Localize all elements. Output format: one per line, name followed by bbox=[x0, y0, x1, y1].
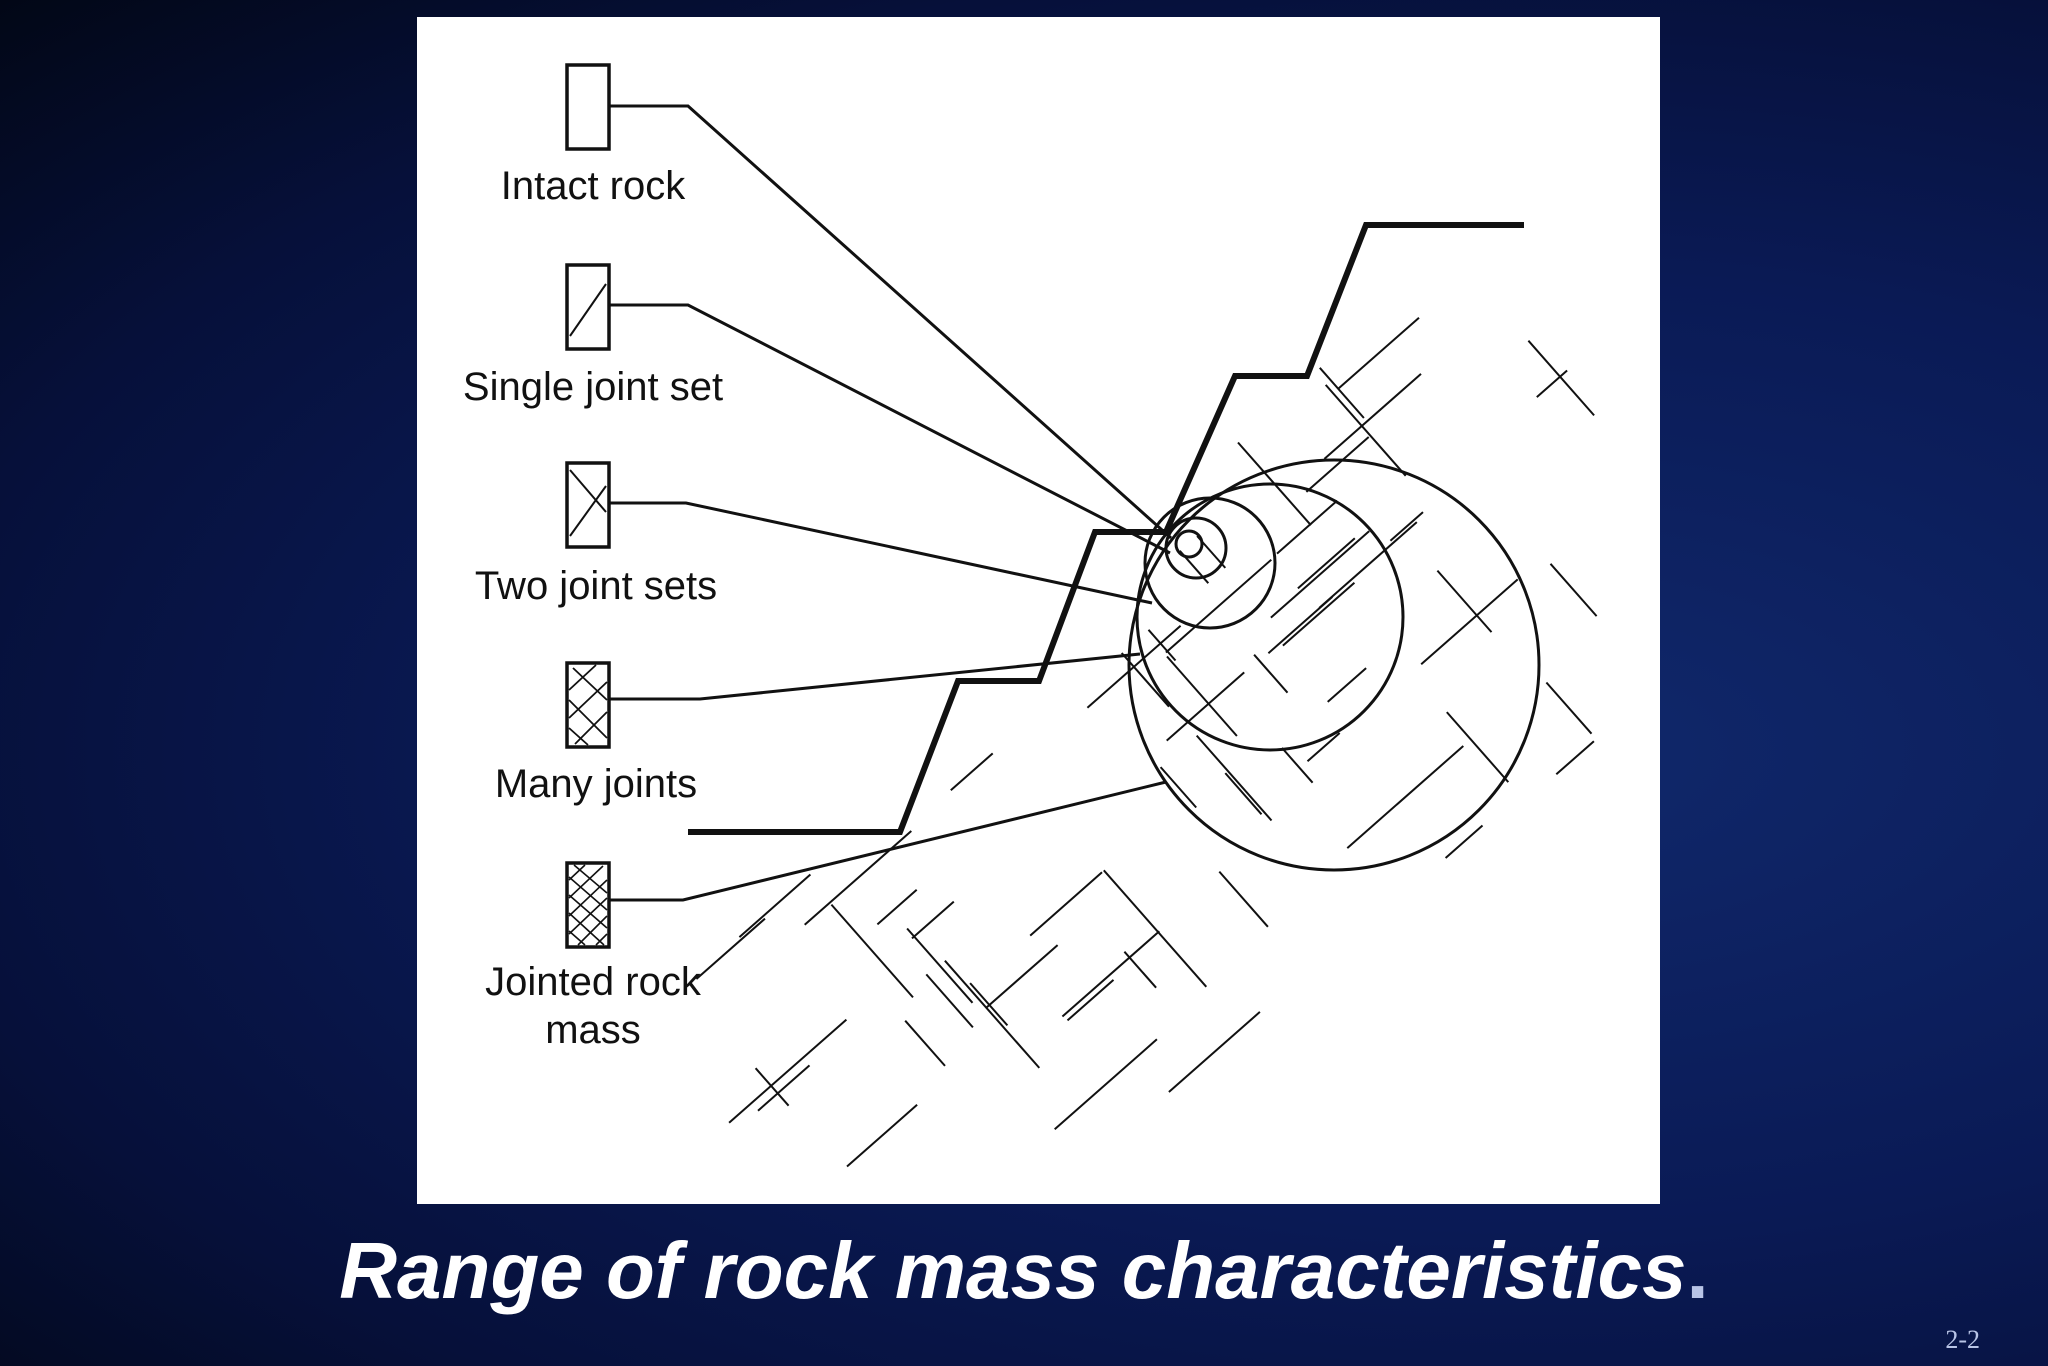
joint-line bbox=[804, 830, 912, 926]
leader-many-joints bbox=[609, 652, 1141, 701]
legend-box-intact-rock bbox=[565, 63, 611, 151]
circle-intact-rock bbox=[1174, 529, 1204, 559]
joint-line bbox=[1276, 499, 1338, 555]
joint-line bbox=[1346, 745, 1464, 849]
joint-line bbox=[1420, 578, 1519, 666]
joint-line bbox=[1446, 711, 1510, 783]
joint-line bbox=[1536, 369, 1568, 398]
label-intact-rock: Intact rock bbox=[501, 164, 687, 208]
label-many-joints: Many joints bbox=[495, 762, 697, 806]
diagram-panel: Intact rock Single joint set Two joint s… bbox=[417, 17, 1660, 1204]
joint-line bbox=[1306, 732, 1341, 763]
joint-line bbox=[695, 917, 766, 980]
joint-line bbox=[1323, 373, 1422, 460]
leader-lines bbox=[609, 104, 1172, 902]
slide-number: 2-2 bbox=[1945, 1325, 1980, 1354]
joint-line bbox=[1253, 654, 1289, 694]
joint-line bbox=[906, 927, 974, 1004]
joint-line bbox=[1166, 671, 1245, 742]
label-single-joint-set: Single joint set bbox=[463, 365, 723, 409]
joint-line bbox=[1123, 951, 1157, 989]
joint-line bbox=[1218, 870, 1269, 928]
circle-many-joints bbox=[1135, 482, 1405, 752]
joint-line bbox=[1389, 511, 1424, 542]
joint-line bbox=[1224, 772, 1263, 815]
joint-line bbox=[738, 873, 812, 938]
scale-circles bbox=[1127, 458, 1541, 872]
joint-line bbox=[728, 1018, 848, 1124]
joint-line bbox=[1305, 436, 1370, 493]
circle-two-joint-sets bbox=[1143, 496, 1277, 630]
joint-line bbox=[985, 944, 1059, 1009]
joint-line bbox=[876, 889, 918, 926]
joint-line bbox=[1270, 530, 1370, 619]
joint-line bbox=[950, 752, 994, 792]
joint-line bbox=[1159, 766, 1197, 809]
joint-line bbox=[1319, 367, 1365, 419]
rock-mass-diagram: Intact rock Single joint set Two joint s… bbox=[463, 63, 1598, 1168]
joint-line bbox=[1545, 681, 1593, 735]
joint-line bbox=[944, 960, 1041, 1069]
joint-line bbox=[1444, 824, 1484, 859]
circle-jointed-rock-mass bbox=[1127, 458, 1541, 872]
joint-line bbox=[1066, 979, 1115, 1022]
joint-line bbox=[911, 900, 955, 940]
joint-line bbox=[1549, 563, 1598, 617]
joint-line bbox=[1195, 734, 1273, 822]
joint-line bbox=[1086, 624, 1182, 709]
legend-box-jointed-rock-mass bbox=[565, 861, 611, 949]
joint-line bbox=[1281, 747, 1314, 784]
leader-two-joint-sets bbox=[609, 501, 1153, 605]
joint-line bbox=[846, 1104, 918, 1168]
slide-title-text: Range of rock mass characteristics bbox=[339, 1226, 1687, 1315]
joint-line bbox=[1324, 384, 1407, 477]
joint-line bbox=[1165, 558, 1272, 654]
joint-line bbox=[1054, 1038, 1158, 1130]
joint-line bbox=[830, 903, 914, 999]
label-jointed-rock-mass-line2: mass bbox=[545, 1008, 641, 1052]
joint-line bbox=[925, 973, 974, 1029]
leader-intact-rock bbox=[609, 104, 1172, 540]
joint-line bbox=[1061, 930, 1160, 1018]
slide-title: Range of rock mass characteristics. bbox=[0, 1225, 2048, 1317]
leader-single-joint-set bbox=[609, 303, 1171, 555]
leader-jointed-rock-mass bbox=[609, 780, 1167, 902]
joint-line bbox=[1527, 340, 1595, 417]
label-jointed-rock-mass-line1: Jointed rock bbox=[485, 960, 702, 1004]
joint-line bbox=[1103, 869, 1208, 988]
joint-line bbox=[904, 1020, 946, 1067]
joint-line bbox=[1318, 521, 1418, 609]
rock-joint-hatching bbox=[695, 316, 1598, 1168]
joint-line bbox=[1436, 569, 1493, 633]
joint-line bbox=[1555, 740, 1595, 776]
legend-box-many-joints bbox=[565, 661, 611, 749]
joint-line bbox=[757, 1064, 811, 1112]
joint-line bbox=[1168, 1011, 1261, 1093]
legend-box-single-joint-set bbox=[565, 263, 611, 351]
slide-title-period: . bbox=[1686, 1226, 1709, 1315]
legend-box-two-joint-sets bbox=[565, 461, 611, 549]
slope-profile bbox=[688, 222, 1524, 835]
label-two-joint-sets: Two joint sets bbox=[475, 564, 717, 608]
joint-line bbox=[1029, 871, 1103, 937]
joint-line bbox=[1147, 629, 1177, 662]
joint-line bbox=[1337, 316, 1420, 390]
joint-line bbox=[1166, 655, 1238, 737]
joint-line bbox=[754, 1067, 790, 1107]
joint-line bbox=[1327, 667, 1367, 703]
joint-line bbox=[1282, 581, 1356, 647]
joint-line bbox=[1297, 537, 1356, 590]
